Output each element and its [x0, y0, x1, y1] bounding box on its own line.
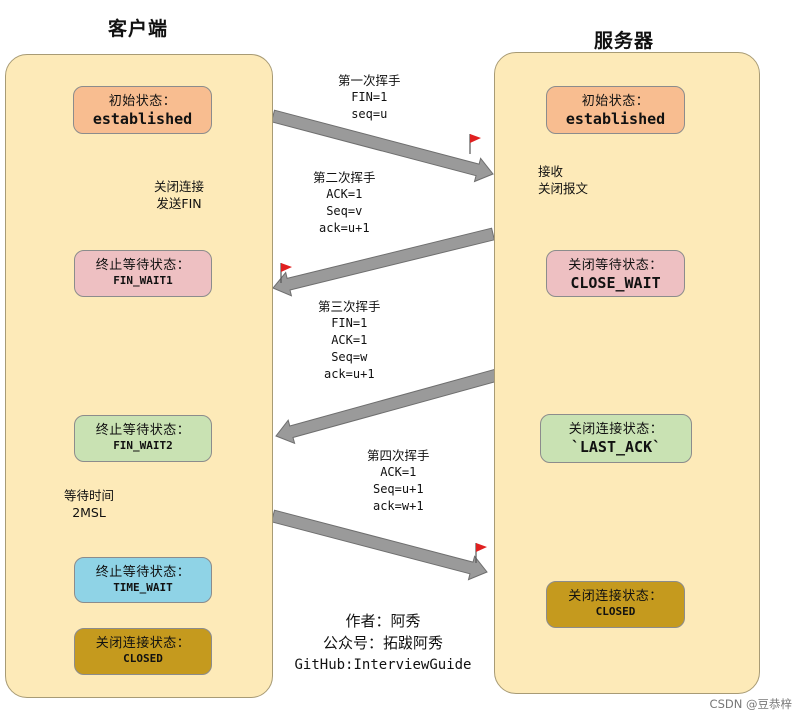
- message-field: FIN=1: [331, 316, 368, 330]
- message-field: FIN=1: [351, 90, 388, 104]
- flag-icon-1: [470, 134, 481, 143]
- server-state-closed: 关闭连接状态： CLOSED: [546, 581, 685, 628]
- state-value: CLOSE_WAIT: [570, 274, 661, 292]
- message-title: 第一次挥手: [338, 73, 401, 88]
- state-value: established: [565, 110, 666, 128]
- transition-line: 等待时间: [64, 488, 115, 503]
- client-title: 客户端: [108, 18, 169, 40]
- message-title: 第三次挥手: [318, 299, 381, 314]
- server-state-close-wait: 关闭等待状态： CLOSE_WAIT: [546, 250, 685, 297]
- message-field: ACK=1: [326, 187, 363, 201]
- transition-line: 关闭连接: [154, 179, 205, 194]
- message-4-label: 第四次挥手 ACK=1 Seq=u+1 ack=w+1: [367, 447, 430, 515]
- message-field: ack=u+1: [318, 221, 370, 235]
- server-transition-receive: 接收 关闭报文: [538, 163, 588, 197]
- message-title: 第二次挥手: [313, 170, 376, 185]
- client-state-closed: 关闭连接状态： CLOSED: [74, 628, 212, 675]
- message-field: ACK=1: [380, 465, 417, 479]
- message-3-arrow: [275, 368, 500, 445]
- author-name: 作者：阿秀: [345, 612, 421, 630]
- message-field: Seq=u+1: [372, 482, 424, 496]
- client-transition-wait: 等待时间 2MSL: [64, 487, 114, 521]
- message-field: Seq=v: [326, 204, 363, 218]
- transition-line: 2MSL: [72, 505, 106, 520]
- watermark: CSDN @豆恭梓: [709, 697, 792, 711]
- message-1-arrow: [270, 109, 494, 183]
- state-value: `LAST_ACK`: [570, 438, 662, 456]
- message-4-arrow: [270, 509, 488, 581]
- state-value: established: [92, 110, 193, 128]
- message-1-label: 第一次挥手 FIN=1 seq=u: [338, 72, 401, 123]
- message-field: ack=w+1: [372, 499, 424, 513]
- state-value: CLOSED: [595, 605, 636, 618]
- client-state-time-wait: 终止等待状态： TIME_WAIT: [74, 557, 212, 603]
- state-label: 初始状态：: [108, 94, 177, 109]
- transition-line: 关闭报文: [538, 181, 589, 196]
- server-state-last-ack: 关闭连接状态： `LAST_ACK`: [540, 414, 692, 463]
- server-state-established: 初始状态： established: [546, 86, 685, 134]
- state-label: 终止等待状态：: [95, 423, 191, 438]
- state-value: TIME_WAIT: [113, 581, 173, 594]
- server-title: 服务器: [594, 30, 655, 52]
- client-state-fin-wait2: 终止等待状态： FIN_WAIT2: [74, 415, 212, 462]
- state-value: CLOSED: [123, 652, 163, 665]
- author-block: 作者：阿秀 公众号：拓跋阿秀 GitHub:InterviewGuide: [276, 610, 490, 676]
- state-label: 关闭连接状态：: [95, 636, 191, 651]
- state-label: 关闭等待状态：: [568, 258, 663, 273]
- message-title: 第四次挥手: [367, 448, 430, 463]
- state-label: 终止等待状态：: [95, 258, 191, 273]
- transition-line: 发送FIN: [156, 196, 202, 211]
- transition-line: 接收: [538, 164, 564, 179]
- message-2-arrow: [272, 227, 496, 297]
- state-label: 终止等待状态：: [95, 565, 191, 580]
- message-field: Seq=w: [331, 350, 368, 364]
- message-3-label: 第三次挥手 FIN=1 ACK=1 Seq=w ack=u+1: [318, 298, 381, 383]
- state-label: 关闭连接状态：: [568, 422, 664, 437]
- message-field: seq=u: [351, 107, 388, 121]
- client-state-established: 初始状态： established: [73, 86, 212, 134]
- state-label: 关闭连接状态：: [568, 589, 663, 604]
- state-label: 初始状态：: [581, 94, 650, 109]
- message-field: ack=u+1: [323, 367, 375, 381]
- author-account: 公众号：拓跋阿秀: [322, 634, 443, 652]
- state-value: FIN_WAIT2: [113, 439, 173, 452]
- state-value: FIN_WAIT1: [113, 274, 173, 287]
- message-field: ACK=1: [331, 333, 368, 347]
- flag-icon-4: [476, 543, 487, 552]
- client-state-fin-wait1: 终止等待状态： FIN_WAIT1: [74, 250, 212, 297]
- author-github: GitHub:InterviewGuide: [294, 657, 472, 673]
- client-transition-close: 关闭连接 发送FIN: [154, 178, 204, 212]
- flag-icon-2: [281, 263, 292, 272]
- message-2-label: 第二次挥手 ACK=1 Seq=v ack=u+1: [313, 169, 376, 237]
